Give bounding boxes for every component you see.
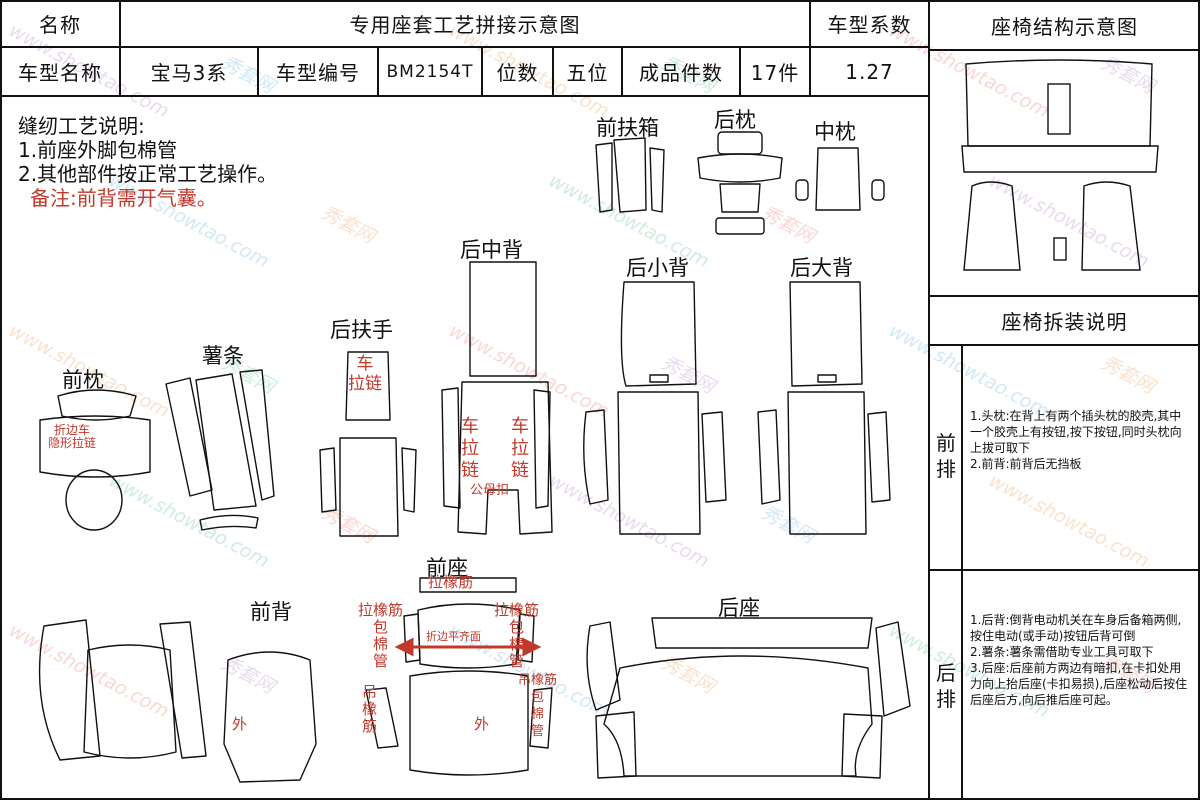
page-title: 专用座套工艺拼接示意图 bbox=[349, 13, 581, 37]
note-hang-elastic-left: 吊 橡 筋 bbox=[362, 683, 378, 735]
note-middle-zipper-right: 车 拉链 bbox=[511, 416, 529, 481]
note-elastic-right: 拉橡筋 包 棉 管 bbox=[494, 601, 540, 670]
seat-structure-illustration bbox=[961, 59, 1159, 271]
front-armrest-pieces bbox=[595, 137, 665, 213]
note-elastic-top: 拉橡筋 bbox=[428, 573, 474, 591]
label-front-armrest: 前扶箱 bbox=[596, 116, 659, 140]
structure-title: 座椅结构示意图 bbox=[991, 14, 1138, 39]
label-rear-seat: 后座 bbox=[718, 596, 760, 620]
label-rear-pillow: 后枕 bbox=[714, 108, 756, 132]
note-middle-zipper-left: 车 拉链 bbox=[461, 416, 479, 481]
model-name-label: 车型名称 bbox=[18, 61, 102, 85]
note-snap: 公母扣 bbox=[470, 483, 510, 498]
rear-middle-back-pieces bbox=[441, 261, 553, 535]
coef-value: 1.27 bbox=[845, 59, 894, 84]
label-rear-middle-back: 后中背 bbox=[460, 238, 523, 262]
sewing-notes: 缝纫工艺说明: 1.前座外脚包棉管 2.其他部件按正常工艺操作。 备注:前背需开… bbox=[18, 114, 277, 210]
note-outer-front-back: 外 bbox=[232, 715, 248, 733]
sewing-line-1: 1.前座外脚包棉管 bbox=[18, 138, 178, 162]
seats-value: 五位 bbox=[566, 61, 609, 85]
sewing-line-2: 2.其他部件按正常工艺操作。 bbox=[18, 162, 278, 186]
coef-label: 车型系数 bbox=[827, 13, 912, 37]
label-rear-big-back: 后大背 bbox=[790, 256, 853, 280]
disassembly-title: 座椅拆装说明 bbox=[1001, 310, 1128, 334]
rear-armrest-pieces bbox=[319, 351, 417, 537]
sewing-remark: 备注:前背需开气囊。 bbox=[30, 186, 217, 210]
rear-small-back-pieces bbox=[583, 281, 727, 535]
sewing-title: 缝纫工艺说明: bbox=[18, 114, 145, 138]
label-middle-pillow: 中枕 bbox=[814, 120, 856, 144]
note-hang-elastic-right: 吊橡筋 包 棉 管 bbox=[518, 673, 558, 739]
seats-label: 位数 bbox=[496, 61, 539, 85]
note-elastic-left: 拉橡筋 包 棉 管 bbox=[358, 601, 404, 670]
front-pillow-pieces bbox=[39, 389, 151, 531]
pieces-label: 成品件数 bbox=[639, 61, 723, 85]
note-outer-front-seat: 外 bbox=[474, 715, 490, 733]
model-code-label: 车型编号 bbox=[276, 61, 360, 85]
label-front-pillow: 前枕 bbox=[62, 368, 104, 392]
note-fold-flat: 折边平齐面 bbox=[426, 630, 481, 643]
label-rear-armrest: 后扶手 bbox=[330, 318, 393, 342]
model-name: 宝马3系 bbox=[150, 61, 228, 85]
label-strip: 薯条 bbox=[202, 344, 244, 368]
middle-pillow-pieces bbox=[795, 147, 885, 211]
front-row-label: 前排 bbox=[936, 431, 956, 481]
name-label: 名称 bbox=[39, 13, 81, 37]
rear-row-instructions: 1.后背:倒背电动机关在车身后备箱两侧,按住电动(或手动)按钮后背可倒 2.薯条… bbox=[970, 613, 1188, 707]
rear-seat-pieces bbox=[586, 617, 911, 779]
front-row-instructions: 1.头枕:在背上有两个插头枕的胶壳,其中一个胶壳上有按钮,按下按钮,同时头枕向上… bbox=[970, 409, 1182, 471]
note-fold-edge: 折边车 隐形拉链 bbox=[48, 423, 97, 450]
strip-pieces bbox=[165, 369, 275, 531]
label-rear-small-back: 后小背 bbox=[626, 256, 689, 280]
front-back-pieces bbox=[38, 619, 317, 783]
label-front-seat: 前座 bbox=[426, 556, 468, 580]
rear-row-label: 后排 bbox=[936, 661, 956, 711]
rear-pillow-pieces bbox=[697, 131, 783, 235]
model-code: BM2154T bbox=[386, 61, 474, 82]
note-armrest-zipper: 车 拉链 bbox=[348, 354, 382, 394]
pieces-value: 17件 bbox=[750, 61, 800, 85]
front-seat-pieces bbox=[365, 577, 553, 776]
label-front-back: 前背 bbox=[250, 600, 292, 624]
rear-big-back-pieces bbox=[757, 281, 891, 535]
